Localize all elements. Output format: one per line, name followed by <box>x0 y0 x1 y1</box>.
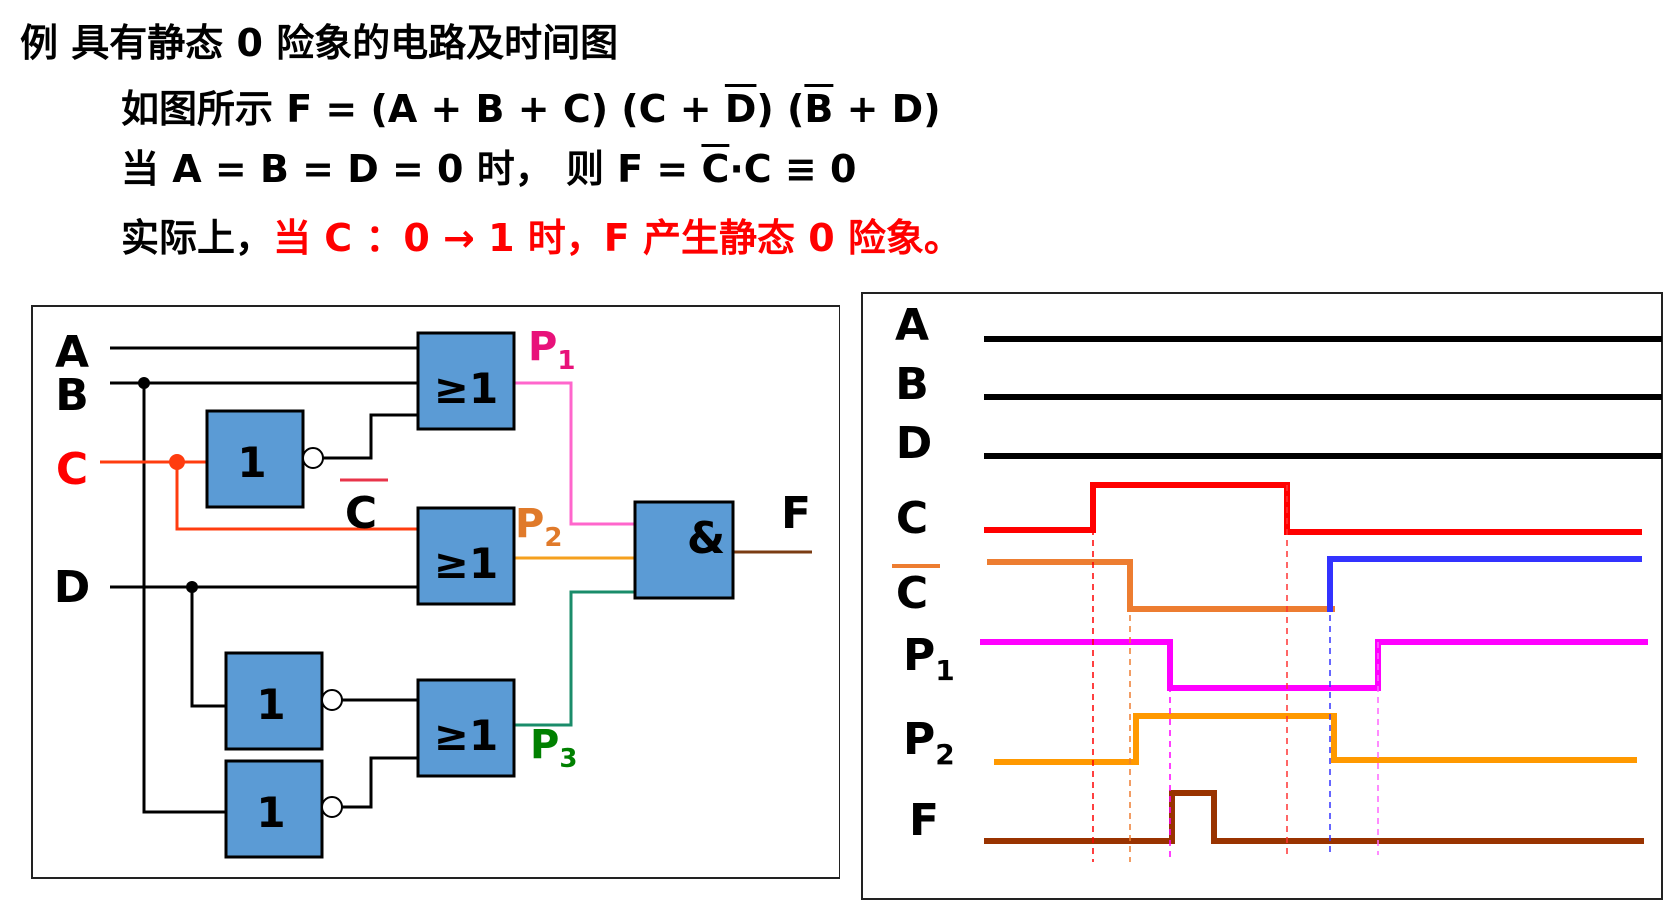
formula-prefix: 如图所示 F = (A + B + C) (C + <box>121 87 725 131</box>
formula-suffix: + D) <box>833 87 941 131</box>
not-gate-d-label: 1 <box>256 680 285 729</box>
and-gate-label: & <box>687 513 725 564</box>
conclusion-black: 实际上， <box>121 216 274 260</box>
timing-guides <box>1092 485 1379 862</box>
not-gate-d-bubble <box>321 689 343 711</box>
waveform-p1 <box>980 639 1648 691</box>
waveform-p2 <box>994 713 1637 765</box>
formula-line: 如图所示 F = (A + B + C) (C + D) (B + D) <box>121 78 941 133</box>
condition-line: 当 A = B = D = 0 时， 则 F = C·C ≡ 0 <box>121 138 856 193</box>
timing-p1-letter: P <box>903 630 935 681</box>
timing-label-p1: P1 <box>903 630 955 687</box>
not-gate-c: 1 <box>205 409 324 509</box>
timing-label-c: C <box>896 493 928 544</box>
or-gate-1: ≥1 <box>416 331 516 431</box>
input-b-label: B <box>55 370 89 421</box>
timing-p2-sub: 2 <box>935 738 954 771</box>
p2-letter: P <box>515 501 544 547</box>
timing-label-p2: P2 <box>903 714 955 771</box>
input-d-label: D <box>54 562 91 613</box>
and-gate: & <box>633 500 735 600</box>
p2-label: P2 <box>515 501 562 553</box>
timing-label-b: B <box>895 359 929 410</box>
circuit-diagram: A B C D ≥1 ≥1 ≥1 1 <box>31 305 840 879</box>
waveform-cbar-fall <box>987 559 1335 612</box>
formula-mid: ) ( <box>756 87 805 131</box>
not-gate-b-bubble <box>321 796 343 818</box>
condition-suffix: ·C ≡ 0 <box>729 147 857 191</box>
formula-b-bar: B <box>804 87 834 131</box>
circuit-frame <box>31 305 840 879</box>
c-bar-label: C <box>345 488 377 539</box>
timing-label-a: A <box>895 300 929 351</box>
timing-frame <box>861 292 1663 900</box>
conclusion-line: 实际上，当 C ：0 → 1 时，F 产生静态 0 险象。 <box>121 207 962 262</box>
p1-sub: 1 <box>557 346 575 376</box>
input-c-label: C <box>56 444 88 495</box>
junction-d <box>186 581 198 593</box>
not-gate-c-label: 1 <box>237 438 266 487</box>
timing-p1-sub: 1 <box>935 654 954 687</box>
timing-label-cbar: C <box>896 568 928 619</box>
junction-c <box>169 454 185 470</box>
c-wires <box>100 460 418 531</box>
timing-label-d: D <box>896 418 933 469</box>
p2-sub: 2 <box>544 523 562 553</box>
black-wires <box>110 346 418 814</box>
p1-wire <box>514 381 635 526</box>
output-f-label: F <box>781 488 811 539</box>
input-a-label: A <box>55 327 89 378</box>
or-gate-3-label: ≥1 <box>434 711 498 760</box>
waveform-cbar-rise <box>1327 556 1642 612</box>
timing-p2-letter: P <box>903 714 935 765</box>
p3-letter: P <box>530 722 559 768</box>
p3-label: P3 <box>530 722 577 774</box>
conclusion-red: 当 C ：0 → 1 时，F 产生静态 0 险象。 <box>273 216 962 260</box>
not-gate-b-label: 1 <box>256 788 285 837</box>
waveform-f <box>984 790 1644 844</box>
or-gate-2-label: ≥1 <box>434 539 498 588</box>
not-gate-c-bubble <box>302 447 324 469</box>
p3-sub: 3 <box>559 744 577 774</box>
or-gate-1-label: ≥1 <box>434 364 498 413</box>
or-gate-2: ≥1 <box>416 506 516 606</box>
waveform-c <box>984 482 1642 535</box>
not-gate-b: 1 <box>224 759 343 859</box>
p3-wire <box>514 590 635 727</box>
condition-prefix: 当 A = B = D = 0 时， 则 F = <box>121 147 702 191</box>
condition-c-bar: C <box>701 147 730 191</box>
page-title: 例 具有静态 0 险象的电路及时间图 <box>20 21 619 65</box>
p1-label: P1 <box>528 324 575 376</box>
or-gate-3: ≥1 <box>416 678 516 778</box>
not-gate-d: 1 <box>224 651 343 751</box>
formula-d-bar: D <box>724 87 757 131</box>
junction-b <box>138 377 150 389</box>
p1-letter: P <box>528 324 557 370</box>
timing-label-f: F <box>909 795 939 846</box>
